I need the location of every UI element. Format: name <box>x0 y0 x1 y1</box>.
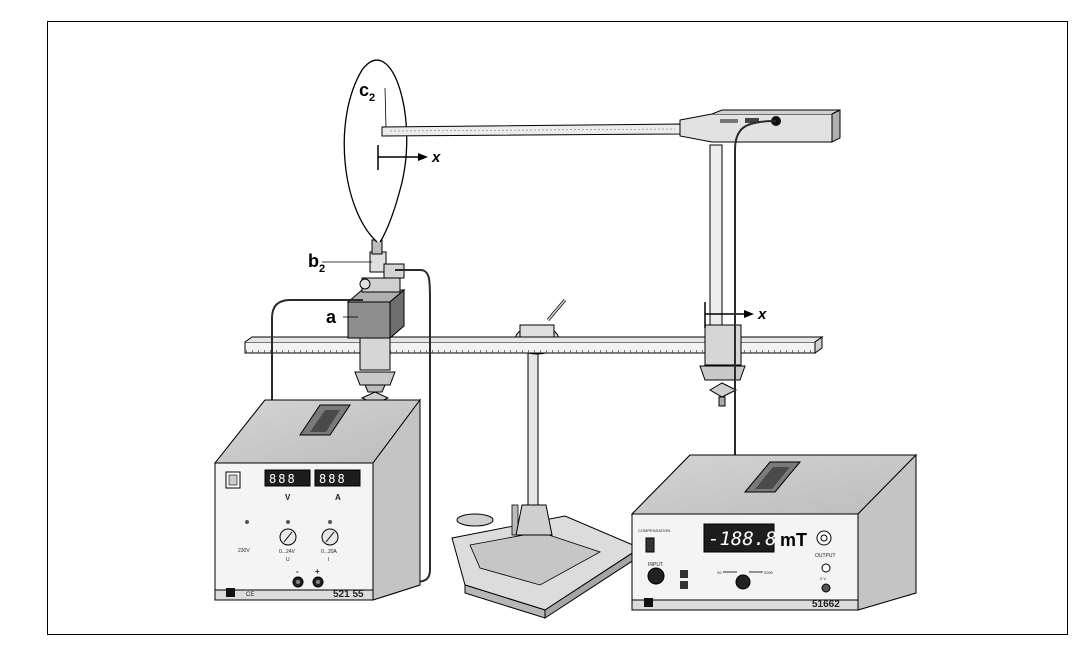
label-a: a <box>326 307 337 327</box>
label-c2: c2 <box>359 80 375 104</box>
range-low-label: 20 <box>717 570 722 575</box>
x-axis-label-left: x <box>431 149 441 166</box>
hall-probe <box>381 109 841 143</box>
output-label: OUTPUT <box>815 553 836 559</box>
current-range-label: 0...20A <box>321 549 338 555</box>
teslameter-model: 51662 <box>812 599 840 610</box>
plus-terminal-label: + <box>315 567 320 576</box>
output-voltage-label: 2 V <box>820 576 826 581</box>
teslameter <box>630 453 918 611</box>
current-sub-label: I <box>328 557 329 563</box>
voltage-unit: V <box>285 493 291 502</box>
support-stand <box>451 299 642 619</box>
voltage-display: 888 <box>269 472 297 486</box>
power-supply <box>213 398 421 601</box>
left-rider-assembly <box>322 59 428 413</box>
range-high-label: 2000 <box>764 570 774 575</box>
voltage-sub-label: U <box>286 557 290 563</box>
mains-label: 230V <box>238 548 250 554</box>
x-axis-label-right: x <box>757 306 767 323</box>
current-display: 888 <box>319 472 347 486</box>
compensation-label: COMPENSATION <box>638 528 670 533</box>
ce-mark: CE <box>246 592 254 598</box>
teslameter-reading: -188.8 <box>708 528 777 550</box>
voltage-range-label: 0...24V <box>279 549 296 555</box>
label-b2: b2 <box>308 251 325 275</box>
teslameter-unit: mT <box>780 530 807 550</box>
right-rider-assembly <box>699 144 754 407</box>
input-label: INPUT <box>648 562 663 568</box>
current-unit: A <box>335 493 341 502</box>
power-supply-model: 521 55 <box>333 589 364 600</box>
minus-terminal-label: - <box>296 567 299 576</box>
